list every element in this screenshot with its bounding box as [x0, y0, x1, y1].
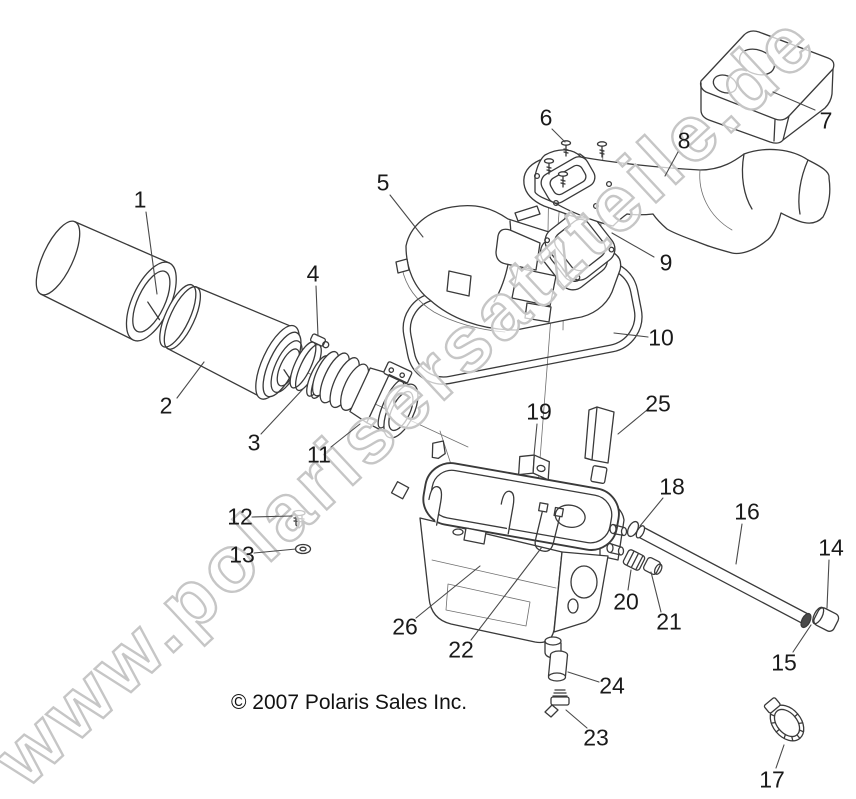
leader-line-12 — [251, 515, 293, 518]
part-11-intake-boot — [311, 350, 419, 439]
callout-22: 22 — [448, 636, 474, 663]
leader-line-20 — [627, 569, 632, 591]
callout-11: 11 — [307, 441, 331, 468]
callout-18: 18 — [659, 473, 685, 500]
leader-line-15 — [792, 624, 812, 653]
callout-10: 10 — [648, 324, 674, 351]
leader-line-23 — [565, 709, 588, 729]
part-airbox-base — [390, 440, 628, 659]
callout-2: 2 — [159, 392, 173, 419]
callout-5: 5 — [376, 169, 390, 196]
leader-line-22 — [470, 546, 543, 641]
leader-lines — [145, 91, 830, 769]
callout-7: 7 — [819, 107, 833, 134]
callout-8: 8 — [677, 127, 691, 154]
part-16-vent-tube — [622, 520, 840, 632]
callout-17: 17 — [759, 766, 785, 793]
leader-line-9 — [611, 232, 655, 258]
leader-line-7 — [772, 91, 816, 111]
part-23-drain-fitting — [544, 689, 570, 718]
leader-line-3 — [260, 388, 304, 435]
callout-19: 19 — [526, 398, 552, 425]
leader-line-8 — [664, 151, 679, 177]
part-14-cap — [812, 606, 840, 632]
leader-line-16 — [735, 523, 743, 565]
part-17-hose-clamp — [763, 697, 805, 742]
part-9-adapter-plate — [495, 209, 616, 281]
leader-line-17 — [775, 744, 785, 769]
callout-14: 14 — [818, 534, 844, 561]
callout-21: 21 — [656, 608, 682, 635]
part-20-fitting — [622, 549, 646, 571]
callout-15: 15 — [771, 649, 797, 676]
callout-25: 25 — [645, 390, 671, 417]
part-12-rivet — [292, 509, 306, 529]
callout-3: 3 — [247, 429, 261, 456]
callout-23: 23 — [583, 724, 609, 751]
callout-26: 26 — [392, 613, 418, 640]
part-1-intake-tube — [35, 220, 177, 342]
part-24-drain-tube — [547, 650, 569, 682]
leader-line-4 — [315, 285, 319, 337]
callout-9: 9 — [659, 249, 673, 276]
watermark-text: www.polarisersatzteile.de — [0, 0, 832, 799]
part-2-filter-element — [159, 283, 303, 400]
callout-6: 6 — [539, 104, 553, 131]
leader-line-5 — [389, 194, 424, 238]
leader-line-21 — [650, 571, 662, 613]
leader-line-24 — [567, 671, 600, 683]
copyright-text: © 2007 Polaris Sales Inc. — [231, 691, 468, 714]
leader-line-26 — [415, 565, 481, 619]
part-6-screws — [543, 140, 608, 188]
part-7-resonator-box — [699, 30, 835, 144]
leader-line-19 — [533, 423, 538, 456]
part-8-intake-duct — [523, 148, 831, 255]
leader-line-25 — [617, 409, 648, 435]
callout-1: 1 — [133, 186, 147, 213]
callout-20: 20 — [613, 588, 639, 615]
leader-line-14 — [826, 559, 830, 609]
leader-line-11 — [330, 423, 361, 448]
leader-line-10 — [613, 332, 649, 338]
callout-12: 12 — [227, 503, 253, 530]
callout-13: 13 — [229, 541, 255, 568]
leader-line-6 — [551, 128, 566, 143]
part-15-band — [800, 612, 812, 629]
leader-line-18 — [639, 497, 664, 527]
part-13-washer — [294, 543, 312, 555]
callout-4: 4 — [306, 260, 320, 287]
part-4-clamp — [289, 333, 330, 392]
leader-line-1 — [145, 211, 158, 295]
leader-line-13 — [253, 548, 297, 554]
part-25-foam-pad — [584, 406, 615, 464]
leader-line-2 — [176, 361, 205, 399]
callout-16: 16 — [734, 498, 760, 525]
callout-24: 24 — [599, 672, 625, 699]
part-21-fitting — [642, 556, 663, 576]
